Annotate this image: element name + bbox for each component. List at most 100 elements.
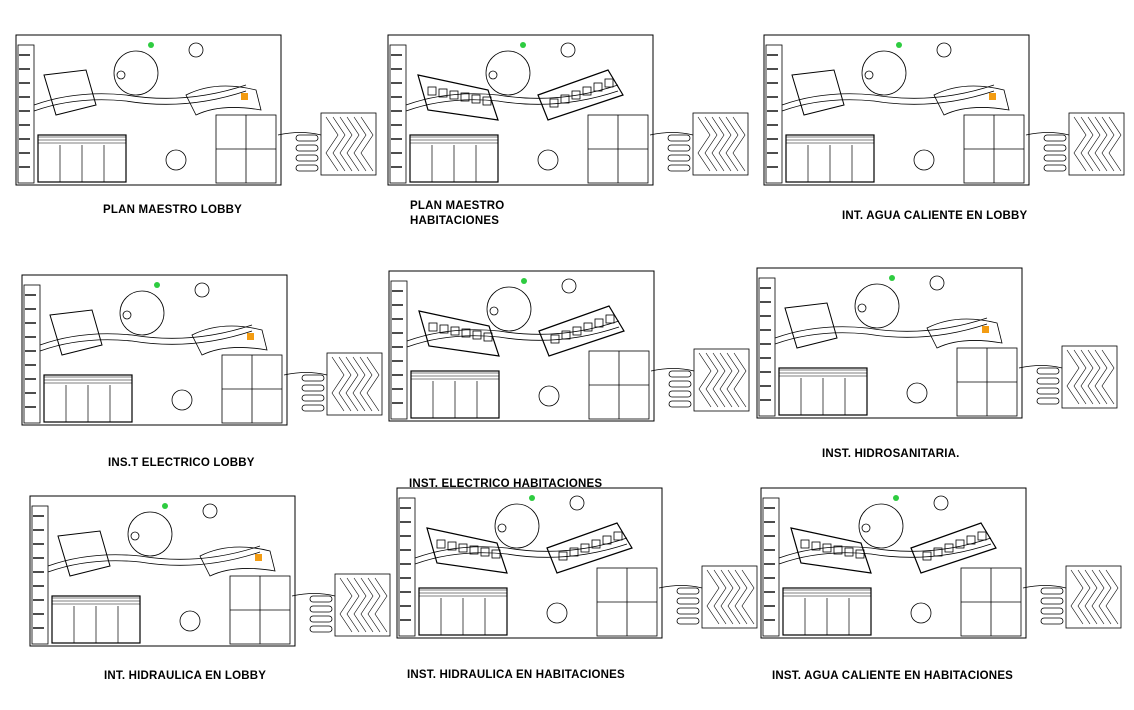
site-plan-sheet	[15, 34, 386, 190]
cottage-block	[334, 573, 391, 637]
cottage-unit	[309, 605, 333, 613]
room-unit	[480, 547, 490, 557]
cottage-hatch	[704, 116, 718, 172]
site-plan-sheet	[388, 270, 759, 426]
cottage-hatch	[1094, 116, 1108, 172]
room-unit	[933, 547, 943, 557]
room-unit	[572, 326, 582, 336]
pond	[538, 385, 560, 407]
side-building	[762, 497, 780, 637]
cottage-hatch	[353, 116, 367, 172]
room-unit	[569, 547, 579, 557]
cottage-unit	[1036, 377, 1060, 385]
access-road	[778, 537, 992, 559]
cottage-unit	[1036, 397, 1060, 405]
fountain	[864, 70, 874, 80]
cottage-unit	[309, 625, 333, 633]
cottage-unit	[295, 154, 319, 162]
access-road-edge	[778, 543, 992, 565]
fountain	[497, 523, 507, 533]
path-out	[291, 593, 336, 597]
room-wing-left	[426, 527, 508, 574]
tree	[569, 495, 585, 511]
pond	[546, 602, 568, 624]
cottage-unit	[667, 154, 691, 162]
cottage-hatch	[727, 569, 741, 625]
cottage-unit	[1036, 387, 1060, 395]
cottage-unit	[301, 384, 325, 392]
room-unit	[602, 535, 612, 545]
site-plan-sheet	[756, 267, 1127, 423]
cottage-hatch	[1091, 569, 1105, 625]
access-road	[774, 317, 988, 339]
sheet-caption: INT. HIDRAULICA EN LOBBY	[104, 670, 267, 682]
site-plan-sheet	[21, 274, 392, 430]
site-plan-sheet	[387, 34, 758, 190]
cottage-unit	[667, 144, 691, 152]
access-road-edge	[774, 323, 988, 345]
cottage-unit	[668, 370, 692, 378]
cottage-hatch	[711, 116, 725, 172]
orange-marker	[241, 93, 248, 100]
room-unit	[561, 330, 571, 340]
site-plan-sheet	[763, 34, 1134, 190]
cottage-unit	[676, 607, 700, 615]
room-unit	[469, 545, 479, 555]
cottage-unit	[1040, 607, 1064, 615]
plan-frame	[388, 270, 655, 422]
room-unit	[439, 324, 449, 334]
site-plan-sheet	[29, 495, 400, 651]
tree	[188, 42, 204, 58]
lobby-wing	[926, 318, 1003, 349]
tree	[194, 282, 210, 298]
lobby-building	[49, 309, 103, 356]
side-building	[398, 497, 416, 637]
cottage-hatch	[698, 352, 712, 408]
green-marker	[148, 42, 154, 48]
cottage-unit	[668, 400, 692, 408]
cottage-hatch	[1073, 349, 1087, 405]
side-building	[389, 44, 407, 184]
fountain	[116, 70, 126, 80]
cottage-unit	[676, 597, 700, 605]
room-unit	[558, 551, 568, 561]
garden-loop	[127, 511, 173, 557]
cottage-unit	[667, 164, 691, 172]
access-road	[47, 545, 261, 567]
plan-frame	[21, 274, 288, 426]
cottage-hatch	[706, 569, 720, 625]
cottage-unit	[676, 587, 700, 595]
cottage-hatch	[1105, 569, 1119, 625]
garden-loop	[485, 50, 531, 96]
site-plan-sheet	[760, 487, 1131, 643]
path-out	[649, 132, 694, 136]
room-wing-left	[790, 527, 872, 574]
cottage-unit	[301, 394, 325, 402]
sheet-caption: INST. AGUA CALIENTE EN HABITACIONES	[772, 670, 1014, 682]
room-unit	[944, 543, 954, 553]
room-unit	[549, 98, 559, 108]
side-building	[23, 284, 41, 424]
cottage-hatch	[1080, 116, 1094, 172]
cottage-hatch	[1108, 116, 1122, 172]
cottage-hatch	[367, 577, 381, 633]
access-road	[414, 537, 628, 559]
path-out	[1025, 132, 1070, 136]
sheet-caption: INST. ELECTRICO HABITACIONES	[409, 478, 603, 490]
cottage-hatch	[1066, 349, 1080, 405]
room-unit	[483, 332, 493, 342]
room-wing-right	[546, 522, 633, 574]
room-unit	[966, 535, 976, 545]
access-road	[405, 84, 619, 106]
green-marker	[520, 42, 526, 48]
room-wing-right	[538, 305, 625, 357]
tree	[560, 42, 576, 58]
pond	[906, 382, 928, 404]
room-unit	[922, 551, 932, 561]
room-unit	[582, 86, 592, 96]
room-wing-left	[417, 74, 499, 121]
cottage-hatch	[1087, 349, 1101, 405]
cottage-unit	[668, 390, 692, 398]
side-building	[17, 44, 35, 184]
pond	[165, 149, 187, 171]
